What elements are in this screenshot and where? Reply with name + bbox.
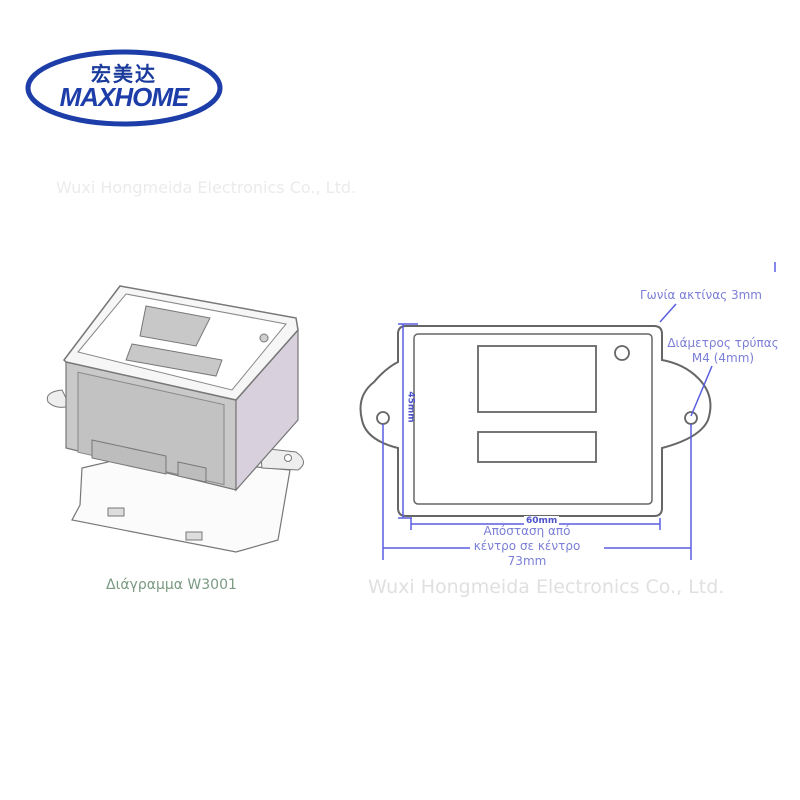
corner-radius-note: Γωνία ακτίνας 3mm — [640, 288, 762, 302]
maxhome-logo: 宏美达 MAXHOME — [24, 48, 224, 128]
center-distance-line1: Απόσταση από — [483, 524, 571, 538]
watermark-bottom: Wuxi Hongmeida Electronics Co., Ltd. — [368, 576, 725, 598]
hole-diameter-note: Διάμετρος τρύπας M4 (4mm) — [660, 336, 786, 366]
center-distance-line2: κέντρο σε κέντρο — [469, 539, 585, 554]
height-dimension-label: 45mm — [405, 391, 416, 423]
logo-chinese-text: 宏美达 — [91, 62, 157, 86]
width-dimension-label: 60mm — [524, 516, 560, 526]
watermark-top: Wuxi Hongmeida Electronics Co., Ltd. — [56, 178, 357, 197]
diagram-caption: Διάγραμμα W3001 — [106, 577, 237, 593]
logo-brand-text: MAXHOME — [59, 82, 190, 112]
center-distance-line3: 73mm — [507, 554, 547, 568]
center-distance-note: Απόσταση από κέντρο σε κέντρο 73mm — [452, 524, 602, 569]
hole-diameter-line2: M4 (4mm) — [691, 351, 755, 365]
hole-diameter-line1: Διάμετρος τρύπας — [667, 336, 779, 350]
logo-ellipse-icon — [25, 49, 223, 127]
